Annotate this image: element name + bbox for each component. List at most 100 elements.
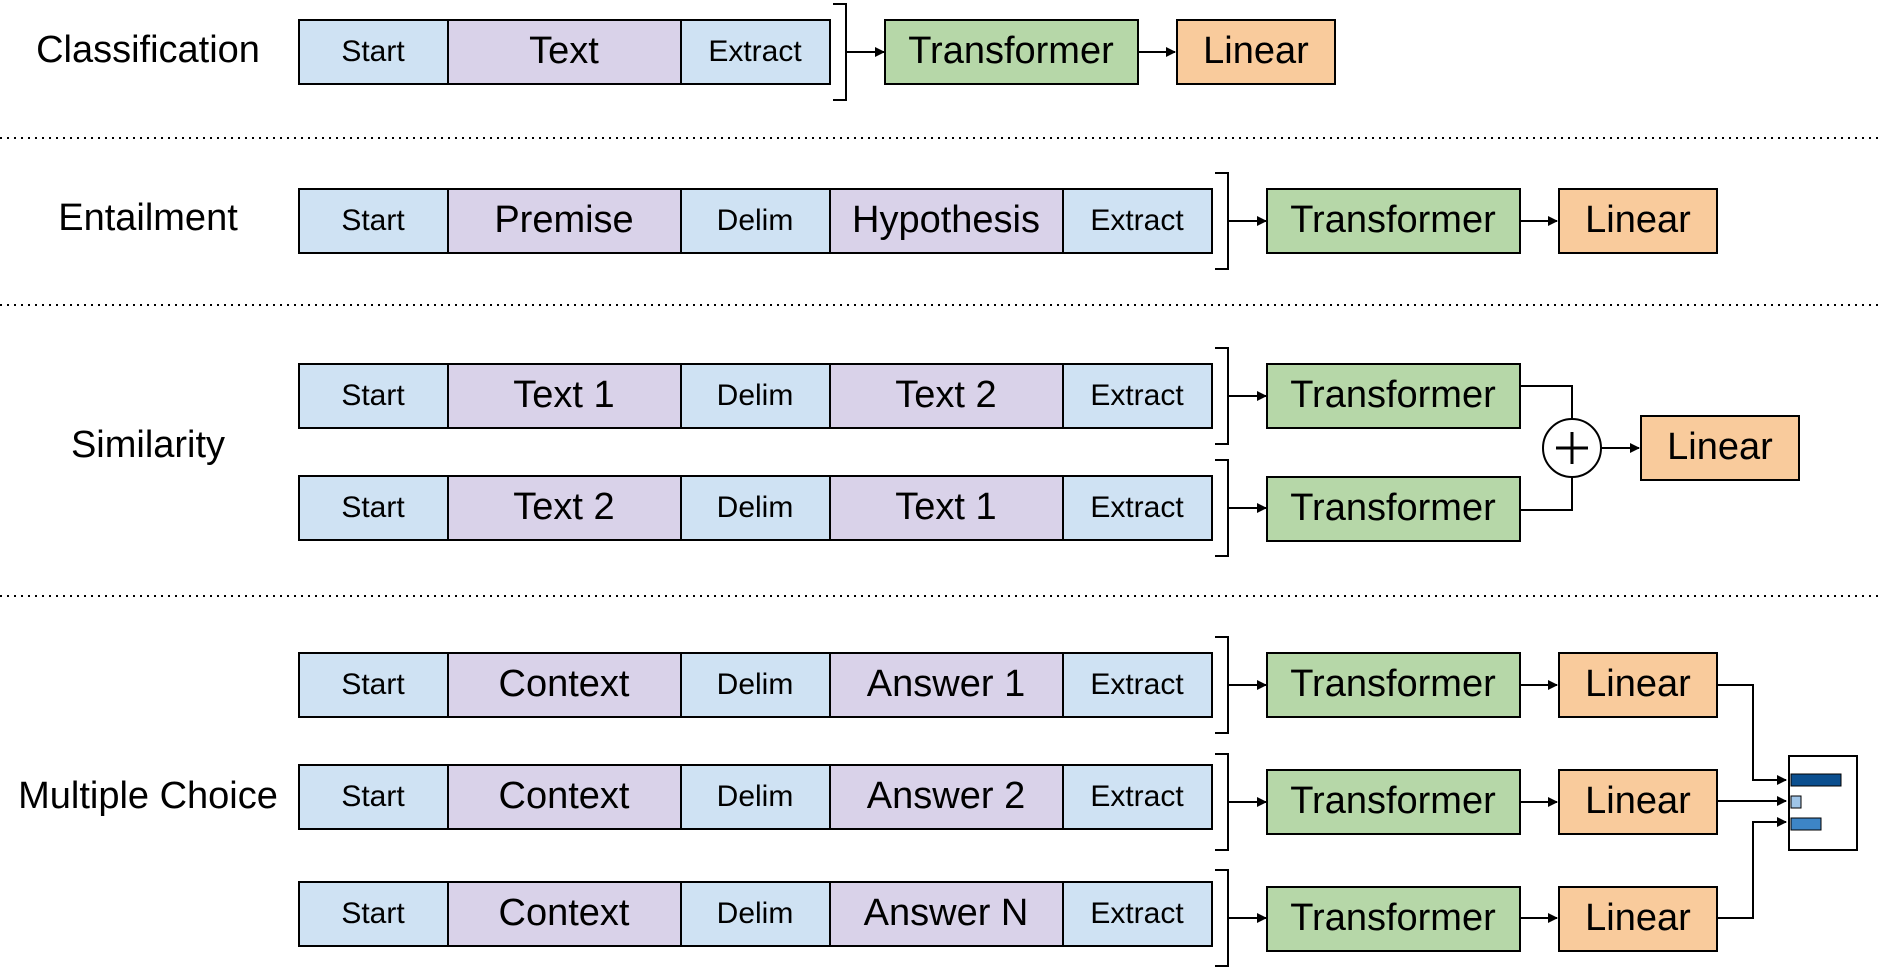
token-extract <box>1062 475 1213 541</box>
linear-block <box>1558 652 1718 718</box>
input-bracket <box>833 3 847 101</box>
transformer-block <box>1266 476 1521 542</box>
token-delim-label: Delim <box>717 204 794 237</box>
transformer-block <box>1266 363 1521 429</box>
token-extract-label: Extract <box>708 35 802 68</box>
token-extract <box>1062 881 1213 947</box>
task-classification: Classification Start Text Extract Transf… <box>36 3 1336 101</box>
token-hypothesis <box>829 188 1064 254</box>
input-bracket <box>1215 459 1229 557</box>
transformer-block <box>1266 188 1521 254</box>
connector-line <box>1520 477 1573 511</box>
token-start-label: Start <box>341 35 405 68</box>
token-extract-label: Extract <box>1090 668 1184 701</box>
task-label: Multiple Choice <box>18 775 278 817</box>
input-bracket <box>1215 753 1229 851</box>
bar-chart-bar <box>1790 773 1842 787</box>
transformer-label: Transformer <box>1290 663 1496 705</box>
token-extract <box>1062 652 1213 718</box>
token-start-label: Start <box>341 668 405 701</box>
token-text-2 <box>829 363 1064 429</box>
token-text-2-label: Text 2 <box>513 486 614 528</box>
linear-block <box>1558 769 1718 835</box>
transformer-label: Transformer <box>1290 199 1496 241</box>
token-delim <box>680 652 831 718</box>
token-start-label: Start <box>341 897 405 930</box>
linear-label: Linear <box>1667 426 1773 468</box>
token-delim-label: Delim <box>717 668 794 701</box>
token-delim-label: Delim <box>717 897 794 930</box>
transformer-label: Transformer <box>1290 780 1496 822</box>
token-text <box>447 19 682 85</box>
token-extract <box>1062 188 1213 254</box>
token-start <box>298 881 449 947</box>
transformer-block <box>1266 769 1521 835</box>
bar-chart-bar <box>1790 817 1822 831</box>
token-text-label: Text <box>529 30 599 72</box>
token-extract-label: Extract <box>1090 204 1184 237</box>
linear-block <box>1176 19 1336 85</box>
transformer-label: Transformer <box>1290 897 1496 939</box>
token-hypothesis-label: Hypothesis <box>852 199 1040 241</box>
token-start-label: Start <box>341 379 405 412</box>
token-extract-label: Extract <box>1090 379 1184 412</box>
token-delim-label: Delim <box>717 379 794 412</box>
transformer-label: Transformer <box>908 30 1114 72</box>
task-entailment: Entailment Start Premise Delim Hypothesi… <box>58 172 1718 270</box>
task-multiple-choice: Multiple Choice Start Context Delim Answ… <box>18 636 1858 967</box>
token-delim <box>680 188 831 254</box>
token-delim <box>680 881 831 947</box>
token-start-label: Start <box>341 780 405 813</box>
linear-label: Linear <box>1585 780 1691 822</box>
token-text-2-label: Text 2 <box>895 374 996 416</box>
token-context <box>447 881 682 947</box>
token-start <box>298 188 449 254</box>
token-start <box>298 764 449 830</box>
token-extract <box>1062 363 1213 429</box>
task-similarity: Similarity Start Text 1 Delim Text 2 Ext… <box>71 347 1800 557</box>
transformer-block <box>1266 652 1521 718</box>
linear-label: Linear <box>1585 663 1691 705</box>
linear-label: Linear <box>1585 897 1691 939</box>
token-text-1-label: Text 1 <box>895 486 996 528</box>
task-label: Similarity <box>71 424 225 466</box>
input-bracket <box>1215 636 1229 734</box>
linear-block <box>1558 886 1718 952</box>
connector-line <box>1520 385 1573 419</box>
token-delim-label: Delim <box>717 780 794 813</box>
linear-block <box>1558 188 1718 254</box>
connector-line <box>1717 684 1787 785</box>
token-context-label: Context <box>499 775 630 817</box>
transformer-label: Transformer <box>1290 374 1496 416</box>
token-answer-2 <box>829 764 1064 830</box>
token-start <box>298 652 449 718</box>
input-bracket <box>1215 869 1229 967</box>
bar-chart-bar <box>1790 795 1802 809</box>
token-answer-1-label: Answer 1 <box>867 663 1025 705</box>
token-answer-2-label: Answer 2 <box>867 775 1025 817</box>
token-start-label: Start <box>341 204 405 237</box>
bar-chart-icon <box>1788 755 1858 851</box>
token-delim <box>680 475 831 541</box>
token-delim-label: Delim <box>717 491 794 524</box>
transformer-block <box>1266 886 1521 952</box>
token-text-1-label: Text 1 <box>513 374 614 416</box>
token-start <box>298 363 449 429</box>
token-premise-label: Premise <box>494 199 633 241</box>
task-label: Classification <box>36 29 260 71</box>
connector-line <box>1717 817 1787 919</box>
input-bracket <box>1215 172 1229 270</box>
linear-label: Linear <box>1203 30 1309 72</box>
token-delim <box>680 764 831 830</box>
token-extract-label: Extract <box>1090 491 1184 524</box>
token-extract-label: Extract <box>1090 897 1184 930</box>
token-extract <box>1062 764 1213 830</box>
token-context-label: Context <box>499 663 630 705</box>
transformer-block <box>884 19 1139 85</box>
token-extract <box>680 19 831 85</box>
linear-block <box>1640 415 1800 481</box>
token-delim <box>680 363 831 429</box>
token-context-label: Context <box>499 892 630 934</box>
task-label: Entailment <box>58 197 238 239</box>
